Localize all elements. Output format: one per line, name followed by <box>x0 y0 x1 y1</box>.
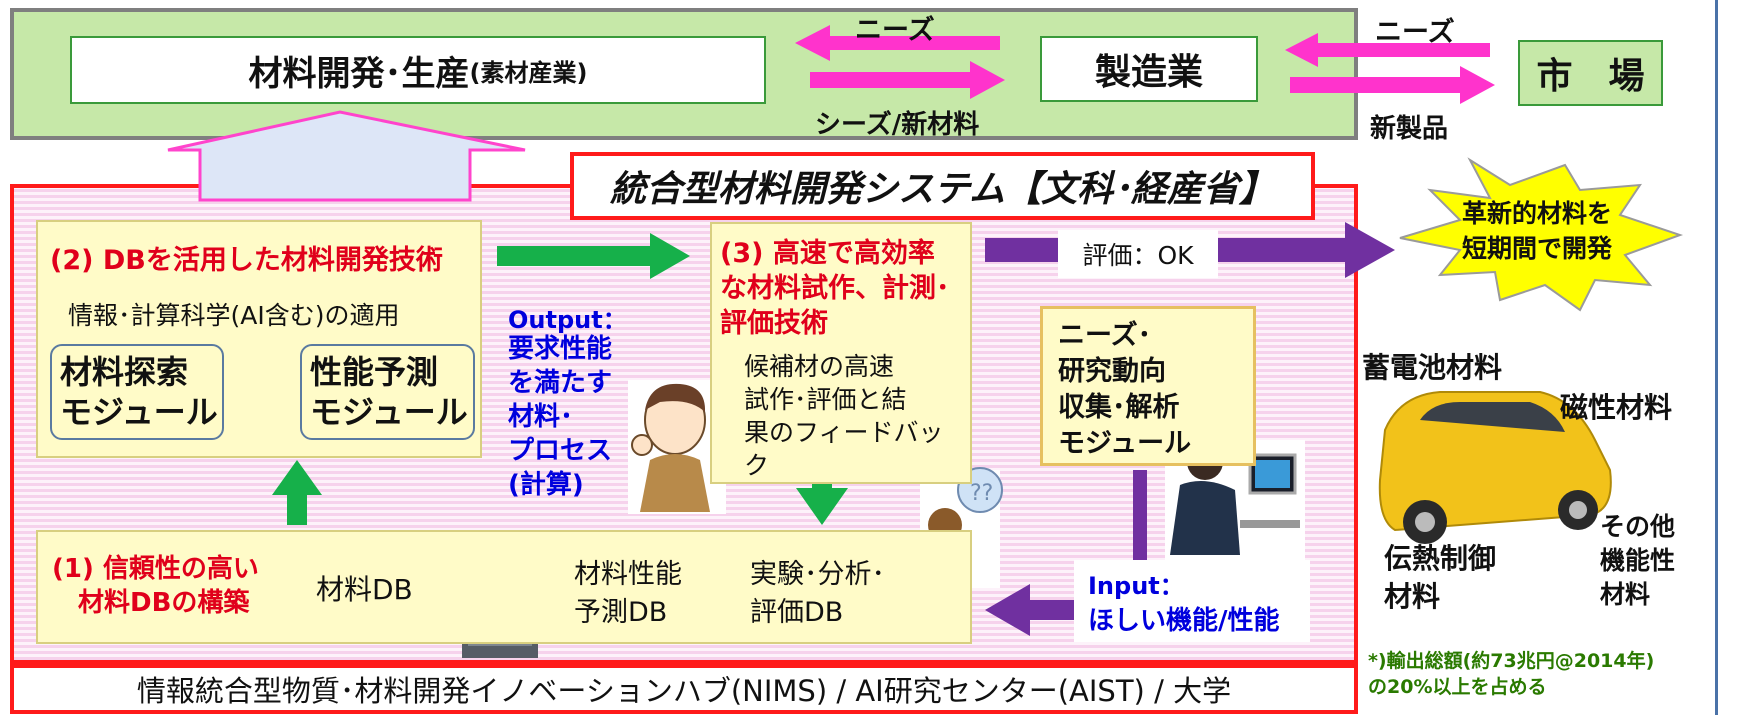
section1-box <box>36 530 972 644</box>
seeds-label: シーズ/新材料 <box>815 110 980 140</box>
market-box: 市 場 <box>1518 40 1663 106</box>
footnote: *)輸出総額(約73兆円@2014年) の20%以上を占める <box>1368 650 1655 698</box>
needs-module-label: ニーズ･ 研究動向 収集･解析 モジュール <box>1058 320 1192 459</box>
performance-db-label: 材料性能 予測DB <box>574 559 682 628</box>
person-thumbsup-icon <box>628 380 726 514</box>
evaluation-box: 評価：OK <box>1058 230 1218 278</box>
section2-subtitle: 情報･計算科学(AI含む)の適用 <box>68 301 400 330</box>
input-box <box>1074 560 1310 642</box>
right-frame-line <box>1715 0 1718 715</box>
search-module: 材料探索 モジュール <box>50 344 224 440</box>
manufacturing-label: 製造業 <box>1094 52 1203 93</box>
green-arrow-up-icon <box>272 460 322 525</box>
green-arrow-right-icon <box>497 233 690 279</box>
materials-main-label: 材料開発･生産 <box>248 53 470 94</box>
system-title: 統合型材料開発システム【文科･経産省】 <box>570 152 1315 220</box>
car-icon <box>1378 391 1612 544</box>
purple-connector <box>1133 470 1147 562</box>
prediction-module: 性能予測 モジュール <box>300 344 475 440</box>
section3-heading: (3) 高速で高効率 な材料試作、計測･ 評価技術 <box>720 238 950 339</box>
magnetic-label: 磁性材料 <box>1560 391 1673 424</box>
green-arrow-down-icon <box>796 462 848 525</box>
input-text: ほしい機能/性能 <box>1088 606 1280 636</box>
thermal-label: 伝熱制御 材料 <box>1384 542 1497 613</box>
section2-heading: (2) DBを活用した材料開発技術 <box>50 245 443 276</box>
market-label: 市 場 <box>1536 56 1645 97</box>
starburst-icon <box>1399 157 1684 312</box>
footer-label: 情報統合型物質･材料開発イノベーションハブ(NIMS) / AI研究センター(A… <box>136 674 1232 708</box>
seeds-arrow-right-icon <box>810 61 1005 99</box>
section1-heading: (1) 信頼性の高い 材料DBの構築 <box>52 554 259 618</box>
evaluation-label: 評価：OK <box>1082 241 1194 270</box>
needs-arrow-left-icon <box>795 25 1000 61</box>
experiment-db-label: 実験･分析･ 評価DB <box>750 559 885 628</box>
materials-sub-label: (素材産業) <box>469 58 588 87</box>
needs-module-box <box>1040 306 1256 466</box>
purple-arrow-left-icon <box>985 584 1075 636</box>
materials-box: 材料開発･生産 (素材産業) <box>70 36 766 104</box>
input-label: Input： <box>1088 572 1184 600</box>
output-text: 要求性能 を満たす 材料･ プロセス (計算) <box>508 334 613 500</box>
output-label: Output： <box>508 306 627 334</box>
section3-box <box>710 222 972 484</box>
materials-db-label: 材料DB <box>316 573 413 606</box>
other-label: その他 機能性 材料 <box>1600 512 1676 609</box>
starburst-label: 革新的材料を 短期間で開発 <box>1462 199 1613 263</box>
new-products-label: 新製品 <box>1370 114 1449 144</box>
battery-label: 蓄電池材料 <box>1362 351 1503 384</box>
needs-label-2: ニーズ <box>1375 17 1455 48</box>
section3-body: 候補材の高速 試作･評価と結 果のフィードバッ ク <box>744 352 944 480</box>
manufacturing-box: 製造業 <box>1040 36 1258 102</box>
needs-arrow-left-icon-2 <box>1285 33 1490 67</box>
footer-bar: 情報統合型物質･材料開発イノベーションハブ(NIMS) / AI研究センター(A… <box>10 664 1358 714</box>
up-arrow-icon <box>167 110 526 202</box>
svg-text:??: ?? <box>970 481 993 506</box>
newproducts-arrow-right-icon <box>1290 66 1495 104</box>
needs-label: ニーズ <box>855 15 935 46</box>
